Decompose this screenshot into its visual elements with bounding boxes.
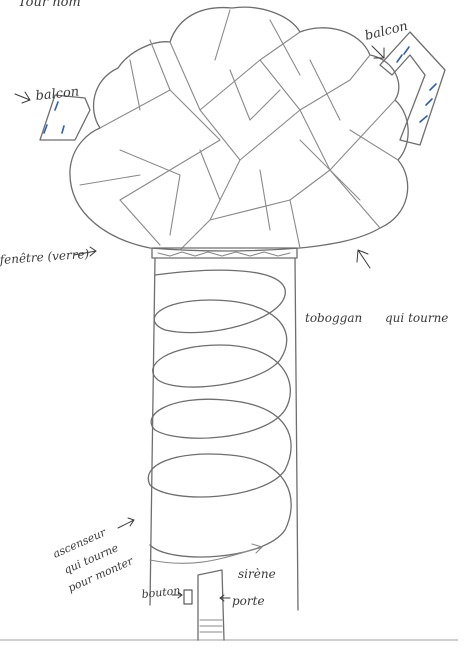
toboggan-label: toboggan [305,311,362,325]
sirene-label: sirène [238,567,276,581]
porte-arrow-icon [220,595,230,601]
fenetre-label: fenêtre (verre) [0,247,90,267]
crown-outline [70,7,408,251]
bouton-label: bouton [141,584,181,601]
elevator-curve [150,548,260,563]
toboggan-arrow-icon [357,250,370,268]
balcon-left-label: balcon [35,84,80,103]
ascenseur-arrow-icon [118,518,134,528]
crown-shards [80,10,398,250]
door [198,570,224,640]
porte-label: porte [232,594,265,608]
right-balcony [380,32,445,145]
balcon-left-arrow-icon [15,92,30,103]
top-left-cut-label: Tour nom [18,0,81,10]
toboggan-label-2: qui tourne [385,311,448,325]
button-box [184,590,192,604]
spiral-slide [148,270,291,557]
